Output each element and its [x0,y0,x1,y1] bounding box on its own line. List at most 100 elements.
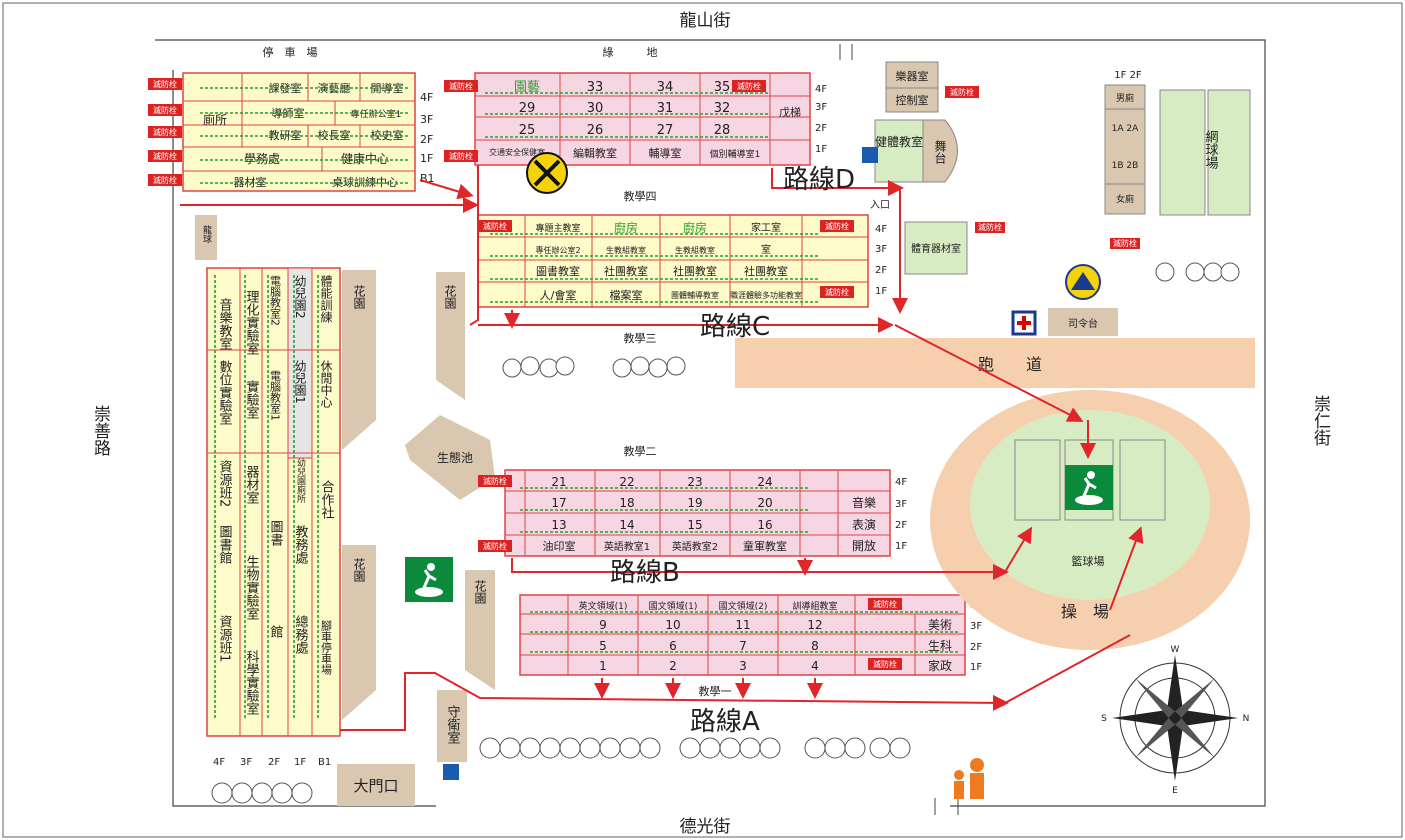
street-west: 崇善路 [90,405,111,456]
building-label: 教學三 [624,332,657,345]
room: 21 [551,475,566,489]
room: 34 [657,80,674,95]
floor-label: 2F [420,133,433,146]
extinguisher-label: 滅防栓 [483,221,507,231]
floor-label: 3F [970,621,982,632]
parking-top-label: 停 車 場 [263,45,318,59]
stair-label: 戊梯 [779,106,801,119]
room: 職涯體驗多功能教室 [730,290,802,300]
floor-label: 4F [895,477,907,488]
floor-label: 3F [240,757,252,768]
room: 32 [714,101,731,116]
room: 9 [599,618,607,632]
home-icon [443,764,459,780]
extinguisher-label: 滅防栓 [153,105,177,115]
extinguisher-label: 滅防栓 [153,127,177,137]
room: 校史室 [371,128,404,142]
floor-label: 1F [875,286,887,297]
street-south: 德光街 [680,817,731,837]
tools-icon [526,152,568,194]
room: 3 [739,659,747,673]
guard-label: 守衛室 [445,705,461,744]
room: 社團教室 [744,264,788,278]
room: 男廁 [1116,92,1134,104]
podium [1048,308,1118,336]
room: 專任辦公室1 [351,108,402,120]
room: 專任辦公室2 [535,245,580,255]
room: 健體教室 [875,134,923,149]
garden-label: 花園 [352,557,366,582]
room: 1 [599,659,607,673]
main-gate [337,764,415,806]
extinguisher-label: 滅防栓 [483,541,507,551]
room: 英語教室1 [604,540,650,553]
room: 12 [807,618,822,632]
exit-icon [1065,465,1113,510]
room: 器材室 [244,465,260,504]
floor-label: 2F [815,123,827,134]
room: 英文領域(1) [579,600,628,612]
room: 26 [587,123,604,138]
extinguisher-label: 滅防栓 [737,81,761,91]
room: 24 [757,475,772,489]
room: 廚房 [614,220,638,235]
room: 器材室 [234,175,267,189]
compass-label: S [1101,714,1107,724]
room: 美術 [928,618,952,632]
room: 幼兒園1 [293,360,307,404]
room: 電腦教室2 [269,275,282,326]
room: 腳車停車場 [320,620,333,676]
room: 社團教室 [673,264,717,278]
floor-label: 1F [815,144,827,155]
room: 學務處 [244,152,280,166]
room: 31 [657,101,674,116]
room: 表演 [852,517,876,532]
room: 2 [669,659,677,673]
route-label-c: 路線C [700,312,770,342]
room: 個別輔導室1 [710,148,761,160]
room: 音樂 [852,495,876,510]
room: 校長室 [318,128,351,142]
floor-label: 2F [875,265,887,276]
room: 開放 [852,538,876,553]
people-icon [954,758,984,799]
podium-label: 司令台 [1068,317,1098,330]
building-3: 專題主教室 廚房 廚房 家工室 專任辦公室2 生教組教室 生教組教室 室 圖書教… [477,214,887,345]
room: 科學實驗室 [244,650,260,715]
room: 圖書館 [217,525,233,564]
west-block: 音樂教室 數位實驗室 資源班2 圖書館 資源班1 理化實驗室 實驗室 器材室 生… [206,267,341,768]
room: 14 [619,518,634,532]
room: 19 [687,496,702,510]
floor-label: 3F [895,499,907,510]
building-2: 21 22 23 24 17 18 19 20 13 14 15 16 油印室 … [504,445,907,557]
main-gate-label: 大門口 [353,777,398,795]
room: 25 [519,123,536,138]
room: 11 [735,618,750,632]
gardens: 龍球 花園 花園 花園 花園 生態池 [195,215,495,720]
garden-label: 花園 [443,284,457,309]
room: 35 [714,80,731,95]
room: 樂器室 [896,69,929,83]
room: 實驗室 [244,379,260,419]
room: 16 [757,518,772,532]
room: 交通安全保健室 [489,147,545,157]
room: 教務處 [293,524,309,565]
floor-label: 4F [420,91,433,104]
extinguisher-label: 滅防栓 [950,87,974,97]
room: 訓導組教室 [792,600,837,612]
playground-label: 操 場 [1061,602,1109,621]
room: 體育器材室 [911,242,961,255]
room: 廚房 [683,220,707,235]
route-label-b: 路線B [610,558,680,588]
room: 幼兒園廁所 [295,457,306,504]
compass-icon: W E S N [1101,645,1249,796]
room: 人/會室 [540,288,577,302]
admin-block: 課發室 演藝廳 開導室 導師室 專任辦公室1 教研室 校長室 校史室 學務處 健… [182,72,435,192]
route-label-a: 路線A [690,707,760,737]
room: 15 [687,518,702,532]
entrance-label: 入口 [870,200,890,211]
extinguisher-label: 滅防栓 [153,175,177,185]
room: 生物實驗室 [244,555,260,620]
room: 10 [665,618,680,632]
room: 生教組教室 [675,245,715,255]
